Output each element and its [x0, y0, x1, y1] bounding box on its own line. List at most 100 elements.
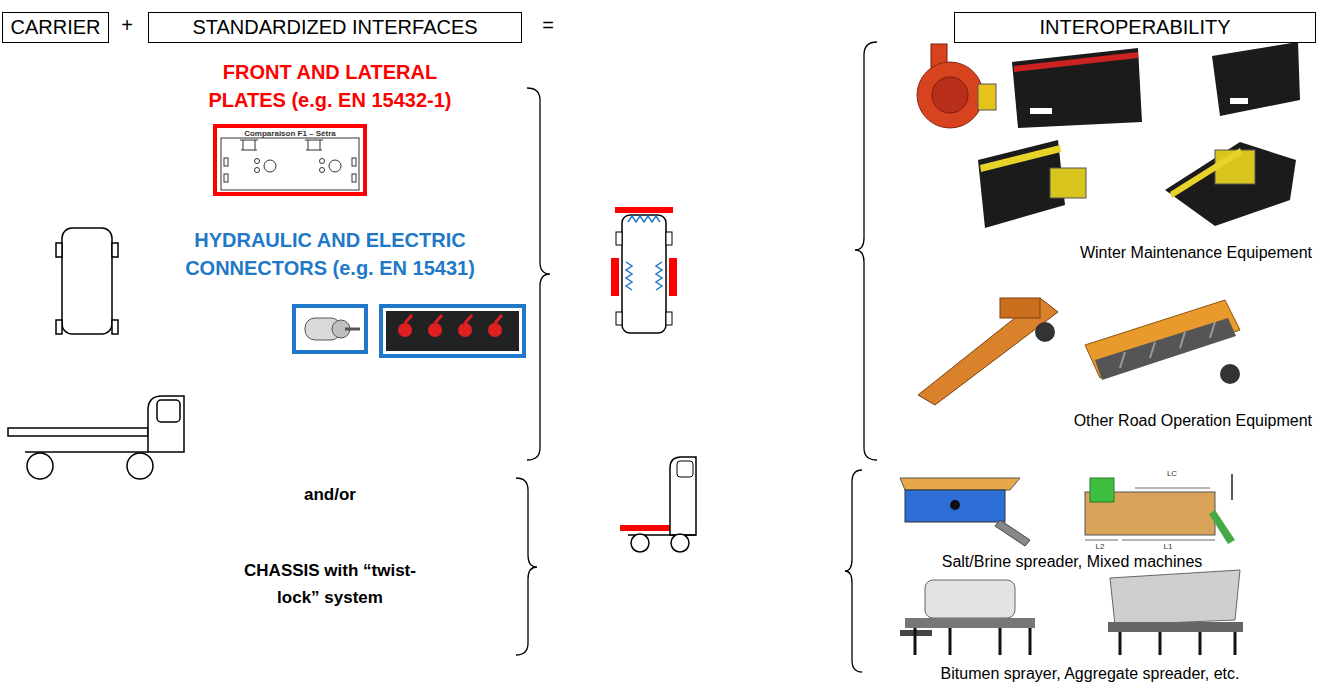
box-text: INTEROPERABILITY — [1039, 16, 1230, 39]
plate-drawing — [305, 140, 323, 150]
snow-plow-photo — [980, 145, 1061, 172]
brace — [516, 478, 537, 655]
salt-spreader-drawing — [905, 490, 1005, 522]
connector-panel-photo — [398, 323, 412, 337]
hydraulic-coupler-photo — [345, 328, 360, 331]
snow-plow-photo — [1212, 32, 1300, 116]
plate-drawing — [224, 158, 228, 166]
aggregate-spreader-drawing — [1108, 622, 1243, 632]
truck-side-view — [25, 451, 148, 453]
car-top-view — [56, 320, 62, 334]
plate-drawing — [352, 158, 356, 166]
aggregate-spreader-drawing — [1108, 570, 1243, 655]
and-or-text: and/or — [280, 484, 380, 506]
truck-with-twist-lock-chassis — [671, 534, 689, 552]
carrier-with-plates — [666, 312, 672, 325]
connector-panel-photo — [458, 323, 472, 337]
plates-heading: FRONT AND LATERAL PLATES (e.g. EN 15432-… — [198, 58, 463, 114]
snow-plow-photo — [1014, 52, 1138, 72]
salt-spreader-drawing — [995, 520, 1030, 546]
truck-with-twist-lock-chassis — [620, 525, 670, 531]
truck-with-twist-lock-chassis — [620, 457, 696, 552]
connector-panel-photo — [381, 306, 524, 356]
truck-with-twist-lock-chassis — [677, 461, 693, 477]
sweeper-photo — [1095, 318, 1236, 380]
carrier-with-plates — [669, 258, 677, 296]
bitumen-sprayer-drawing — [905, 618, 1035, 628]
connector-panel-photo — [386, 311, 519, 351]
carrier-with-plates — [622, 215, 666, 333]
carrier-box: CARRIER — [2, 12, 109, 43]
interfaces-box: STANDARDIZED INTERFACES — [148, 12, 522, 43]
brace — [845, 470, 862, 672]
plate-drawing — [224, 174, 228, 182]
snow-plow-photo — [1212, 42, 1300, 116]
truck-side-view — [8, 396, 184, 479]
snow-blower-photo — [932, 77, 968, 113]
plate-drawing — [255, 168, 260, 173]
flail-mower-photo — [1035, 322, 1055, 342]
box-text: Comparaison F1 – Sétra — [244, 129, 336, 138]
mixed-machine-drawing — [1209, 510, 1235, 544]
salt-spreader-drawing — [950, 500, 960, 510]
connector-panel-photo — [428, 323, 442, 337]
carrier-with-plates — [626, 262, 632, 290]
hydraulic-coupler-photo — [294, 306, 366, 352]
truck-side-view — [127, 453, 153, 479]
aggregate-spreader-drawing — [1110, 570, 1240, 625]
box-text: CARRIER — [10, 16, 100, 39]
plate-drawing — [320, 168, 325, 173]
chassis-heading: CHASSIS with “twist-lock” system — [243, 557, 418, 611]
plate-drawing — [320, 159, 325, 164]
mixed-machine-drawing — [1085, 488, 1215, 540]
brace — [527, 88, 550, 460]
truck-side-view — [157, 400, 180, 422]
equipment-caption: Other Road Operation Equipment — [992, 411, 1312, 431]
carrier-with-plates — [666, 232, 672, 245]
bitumen-sprayer-drawing — [915, 628, 1030, 655]
mixed-machine-drawing — [1085, 474, 1235, 544]
snow-plow-photo — [1165, 142, 1296, 226]
truck-side-view — [148, 396, 184, 452]
plate-drawing — [221, 138, 359, 190]
carrier-with-plates — [616, 232, 622, 245]
sweeper-photo — [1120, 322, 1215, 368]
connector-panel-photo — [488, 323, 502, 337]
snow-plow-photo — [1050, 168, 1086, 198]
truck-with-twist-lock-chassis — [670, 457, 696, 535]
flail-mower-photo — [1000, 298, 1040, 318]
car-top-view — [56, 243, 62, 257]
carrier-with-plates — [656, 262, 662, 290]
mixed-machine-drawing — [1231, 474, 1233, 500]
salt-spreader-drawing — [900, 478, 1020, 490]
truck-side-view — [27, 453, 53, 479]
plate-drawing — [329, 160, 341, 172]
snow-blower-photo — [917, 44, 996, 128]
car-top-view — [56, 228, 118, 334]
equipment-caption: Salt/Brine spreader, Mixed machines — [882, 552, 1262, 572]
connector-panel-photo — [381, 306, 524, 356]
snow-blower-photo — [917, 62, 983, 128]
dimension-label: L2 — [1085, 542, 1115, 552]
plus-sign: + — [112, 13, 142, 37]
interoperability-box: INTEROPERABILITY — [954, 12, 1316, 43]
brace — [855, 42, 877, 460]
aggregate-spreader-drawing — [1120, 632, 1235, 655]
snow-blower-photo — [978, 84, 996, 110]
dimension-label: L1 — [1153, 542, 1183, 552]
equipment-caption: Bitumen sprayer, Aggregate spreader, etc… — [880, 664, 1300, 684]
carrier-with-plates — [628, 216, 660, 222]
plate-drawing — [264, 160, 276, 172]
plate-drawing — [221, 138, 359, 190]
box-text: STANDARDIZED INTERFACES — [192, 16, 477, 39]
car-top-view — [112, 320, 118, 334]
sweeper-photo — [1220, 364, 1240, 384]
carrier-with-plates — [616, 312, 622, 325]
sweeper-photo — [1085, 300, 1240, 384]
mixed-machine-drawing — [1090, 478, 1114, 502]
plate-image-box: Comparaison F1 – Sétra — [213, 124, 367, 196]
car-top-view — [112, 243, 118, 257]
connector-panel-photo — [405, 315, 502, 323]
